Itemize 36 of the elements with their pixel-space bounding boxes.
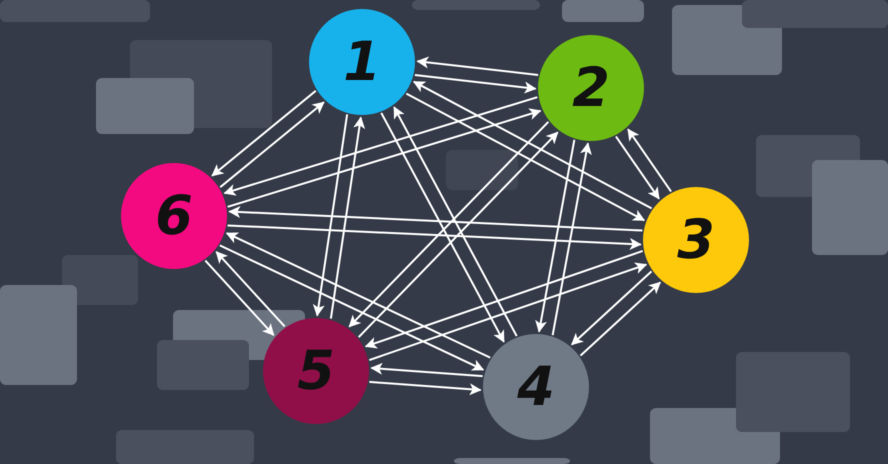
arrow (228, 206, 642, 232)
arrow (227, 108, 542, 208)
node-number: 1 (343, 35, 381, 89)
arrow (380, 112, 505, 343)
arrow (535, 140, 576, 333)
arrow (312, 114, 348, 317)
arrow (615, 136, 660, 200)
node-number: 4 (517, 360, 555, 414)
arrow (627, 128, 672, 192)
arrow (416, 56, 538, 76)
arrow (330, 116, 366, 319)
arrow (211, 90, 316, 176)
arrow (224, 96, 538, 196)
arrow (580, 282, 661, 356)
arrow (216, 251, 286, 328)
arrow (552, 142, 592, 336)
node-number: 5 (297, 344, 335, 398)
arrow (220, 102, 325, 188)
arrow (393, 106, 518, 337)
arrow (370, 362, 483, 378)
arrow (228, 224, 642, 250)
arrow (369, 262, 648, 361)
arrow (412, 80, 652, 210)
arrow (369, 380, 482, 396)
arrow (358, 132, 558, 338)
arrow (226, 232, 491, 358)
arrow (414, 74, 537, 94)
arrow (204, 260, 274, 336)
arrow (219, 244, 484, 371)
node-number: 6 (155, 189, 193, 243)
arrow (571, 270, 652, 346)
node-number: 3 (677, 213, 715, 267)
arrow (364, 250, 643, 349)
arrow (406, 92, 646, 222)
node-number: 2 (572, 61, 610, 115)
arrow (348, 121, 550, 328)
